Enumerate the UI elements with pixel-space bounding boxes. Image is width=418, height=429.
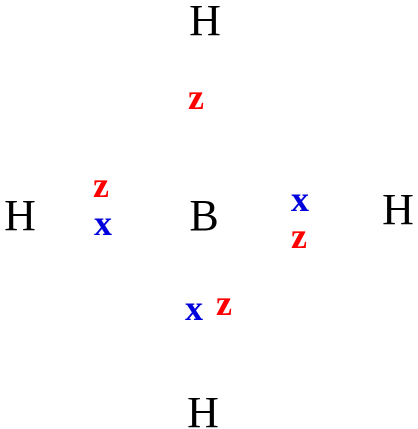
- electron-bottom-x: x: [185, 288, 203, 328]
- atom-left-hydrogen: H: [4, 191, 36, 240]
- atom-right-hydrogen: H: [382, 185, 414, 234]
- electron-left-z: z: [93, 165, 109, 205]
- atom-top-hydrogen: H: [189, 0, 221, 45]
- atom-bottom-hydrogen: H: [187, 388, 219, 429]
- atom-center-boron: B: [189, 191, 218, 240]
- electron-left-x: x: [94, 203, 112, 243]
- electron-right-x: x: [291, 179, 309, 219]
- electron-bottom-z: z: [216, 283, 232, 323]
- electron-right-z: z: [291, 216, 307, 256]
- electron-top-z: z: [188, 77, 204, 117]
